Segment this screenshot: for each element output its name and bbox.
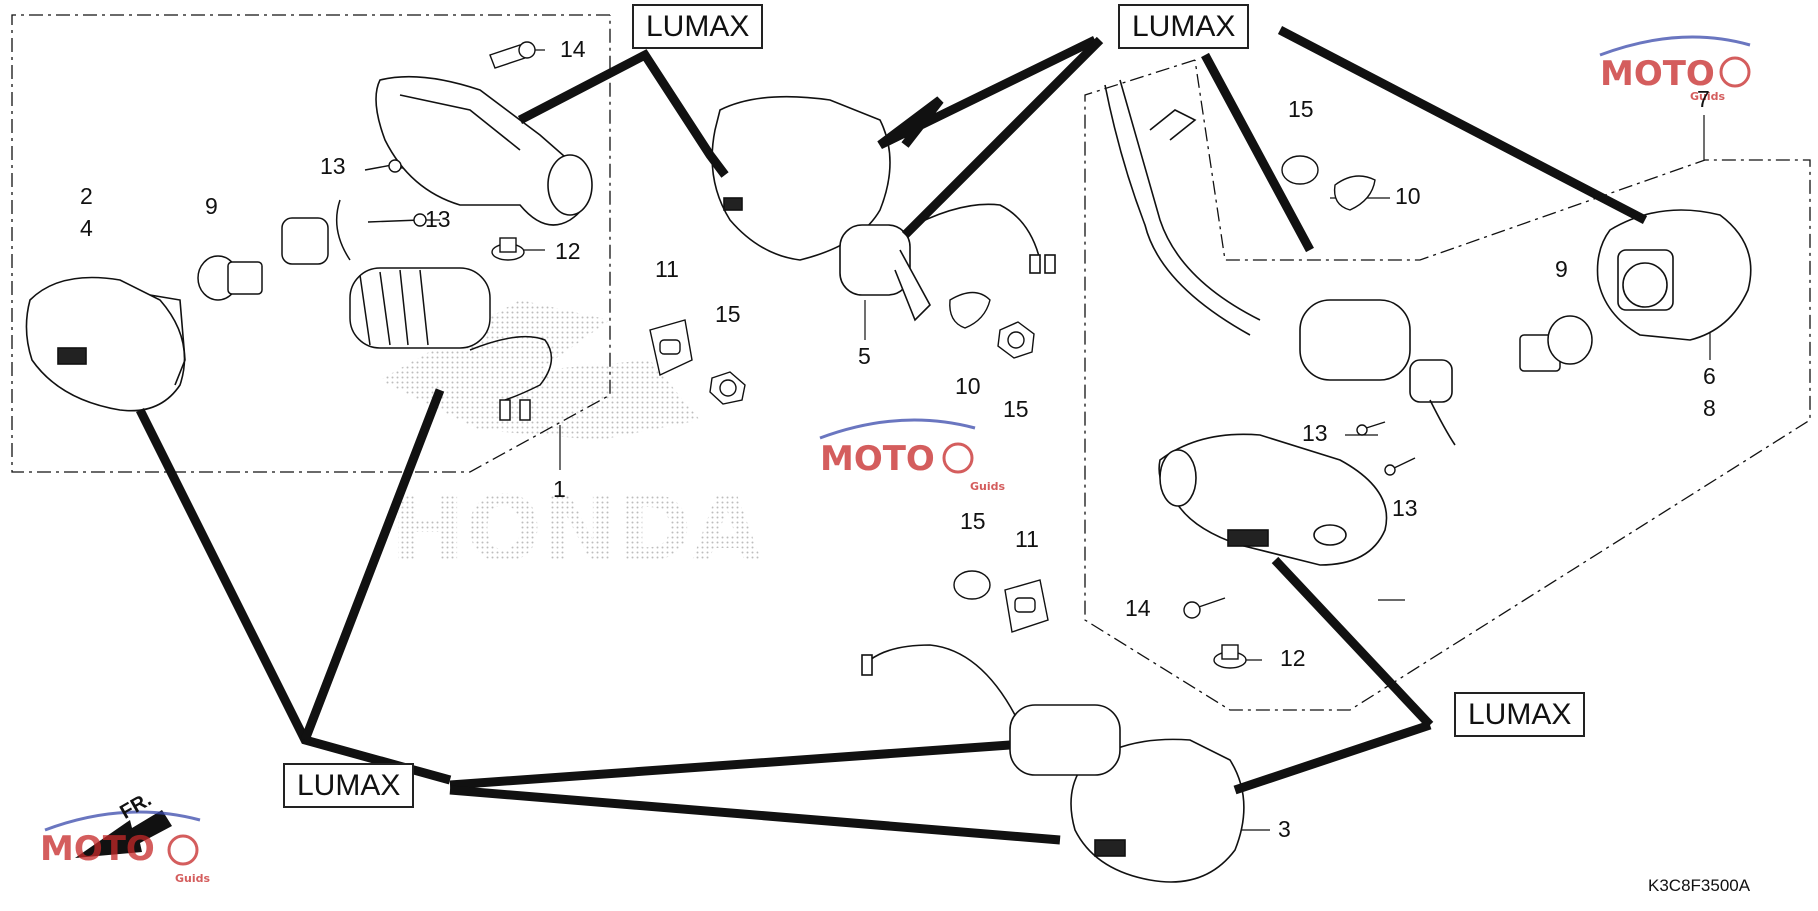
callout-6: 6	[1703, 363, 1716, 389]
callout-15-right: 15	[1288, 96, 1314, 122]
callout-13-right-b: 13	[1392, 495, 1418, 521]
socket-right	[1104, 79, 1456, 446]
front-left-indicator	[711, 95, 1056, 322]
lumax-label-top-center: LUMAX	[1118, 4, 1250, 49]
lumax-arrows	[135, 26, 1648, 845]
callout-12-right: 12	[1280, 645, 1306, 671]
left-housing-shell	[375, 75, 593, 226]
callout-13-left-b: 13	[425, 206, 451, 232]
diagram-code: K3C8F3500A	[1648, 876, 1751, 895]
lumax-label-bottom-left: LUMAX	[283, 763, 415, 808]
callout-13-left-a: 13	[320, 153, 346, 179]
callout-13-right-a: 13	[1302, 420, 1328, 446]
callout-10-center: 10	[955, 373, 981, 399]
right-assembly-frame	[1084, 59, 1811, 711]
moto-logo-text: MOTO	[40, 829, 155, 869]
moto-sub-text: Guids	[175, 872, 211, 885]
center-top-fasteners	[649, 291, 1035, 405]
callout-5: 5	[858, 343, 871, 369]
callout-8: 8	[1703, 395, 1716, 421]
callout-9-right: 9	[1555, 256, 1568, 282]
front-right-indicator	[861, 644, 1245, 883]
honda-watermark-text: HONDA	[390, 477, 762, 582]
left-rear-lens	[25, 276, 186, 412]
callout-11-top: 11	[655, 256, 679, 282]
callout-15-top-a: 15	[715, 301, 741, 327]
callout-2: 2	[80, 183, 93, 209]
moto-logo-text: MOTO	[1600, 54, 1715, 94]
callout-9-left: 9	[205, 193, 218, 219]
callout-12-left: 12	[555, 238, 581, 264]
moto-watermark-top-right: MOTO Guids	[1599, 35, 1751, 103]
bulb-right	[1519, 315, 1593, 372]
callout-11-bottom: 11	[1015, 526, 1039, 552]
callout-14-left: 14	[560, 36, 586, 62]
callout-4: 4	[80, 215, 93, 241]
bulb-left	[197, 255, 263, 301]
moto-sub-text: Guids	[970, 480, 1006, 493]
socket-left	[281, 199, 553, 421]
lumax-label-top-left: LUMAX	[632, 4, 764, 49]
callout-14-right: 14	[1125, 595, 1151, 621]
moto-sub-text: Guids	[1690, 90, 1726, 103]
center-bottom-fasteners	[953, 570, 1049, 633]
callout-7: 7	[1697, 86, 1710, 112]
callout-1: 1	[553, 476, 566, 502]
moto-watermark-bottom-left: MOTO Guids	[40, 810, 211, 885]
right-small-parts	[1183, 155, 1416, 669]
left-assembly-frame	[11, 14, 611, 473]
callout-3: 3	[1278, 816, 1291, 842]
left-small-parts	[364, 41, 536, 261]
callout-15-top-b: 15	[1003, 396, 1029, 422]
front-direction-arrow	[75, 810, 172, 858]
moto-watermark-center: MOTO Guids	[819, 418, 1006, 493]
right-rear-lens	[1596, 209, 1752, 341]
lumax-label-bottom-right: LUMAX	[1454, 692, 1586, 737]
callout-10-right: 10	[1395, 183, 1421, 209]
right-housing-shell	[1158, 433, 1388, 566]
callout-15-bottom: 15	[960, 508, 986, 534]
moto-logo-text: MOTO	[820, 439, 935, 479]
